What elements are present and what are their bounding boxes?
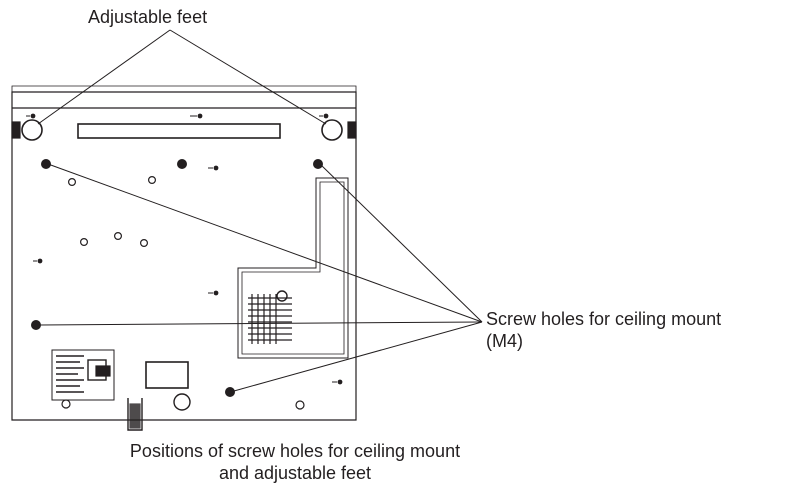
screw-hole xyxy=(41,159,51,169)
screw-hole xyxy=(313,159,323,169)
screw-hole xyxy=(225,387,235,397)
connector-cover xyxy=(145,361,189,389)
figure-caption-line1: Positions of screw holes for ceiling mou… xyxy=(129,441,461,461)
rating-label-plate xyxy=(51,349,115,401)
figure-caption: Positions of screw holes for ceiling mou… xyxy=(110,440,480,484)
vent-slot xyxy=(77,123,281,139)
exhaust-grille xyxy=(248,294,292,344)
adjustable-foot-right xyxy=(321,119,343,141)
screw-holes-label: Screw holes for ceiling mount (M4) xyxy=(486,308,796,352)
filter-cover-outline xyxy=(237,177,349,359)
adjustable-feet-label: Adjustable feet xyxy=(88,7,208,27)
figure-caption-line2: and adjustable feet xyxy=(218,463,372,483)
screw-holes-label-line2: (M4) xyxy=(486,331,523,351)
screw-hole xyxy=(31,320,41,330)
adjustable-foot-left xyxy=(21,119,43,141)
screw-holes-label-line1: Screw holes for ceiling mount xyxy=(486,309,722,329)
screw-hole xyxy=(177,159,187,169)
projector-body-outline xyxy=(11,91,357,421)
leader-lines xyxy=(37,29,483,392)
